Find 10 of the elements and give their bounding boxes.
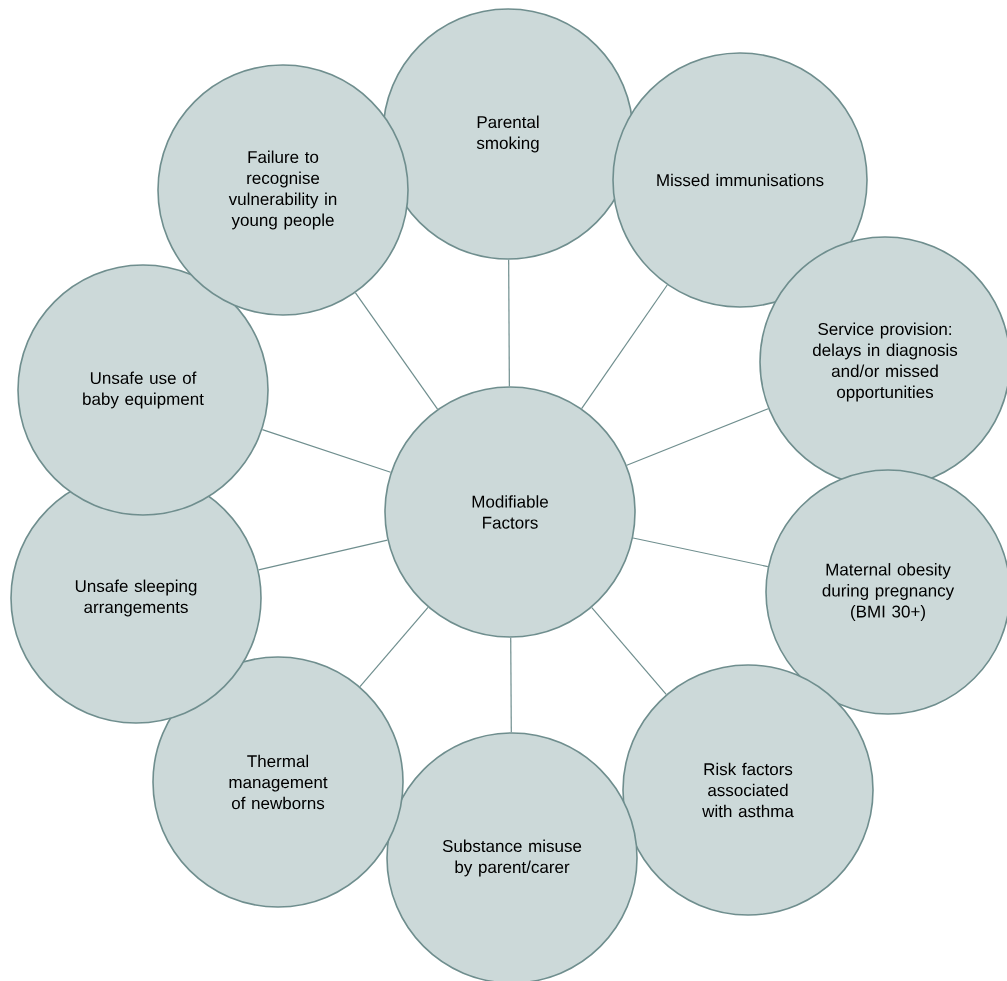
connector-line [581, 284, 668, 410]
connector-line [510, 637, 512, 733]
connector-line [354, 292, 439, 410]
connector-line [632, 537, 769, 568]
connector-line [591, 606, 667, 695]
connector-line [626, 408, 769, 466]
connector-line [508, 259, 510, 387]
connector-line [258, 539, 388, 571]
connector-line [261, 429, 392, 473]
connector-line [359, 606, 429, 688]
